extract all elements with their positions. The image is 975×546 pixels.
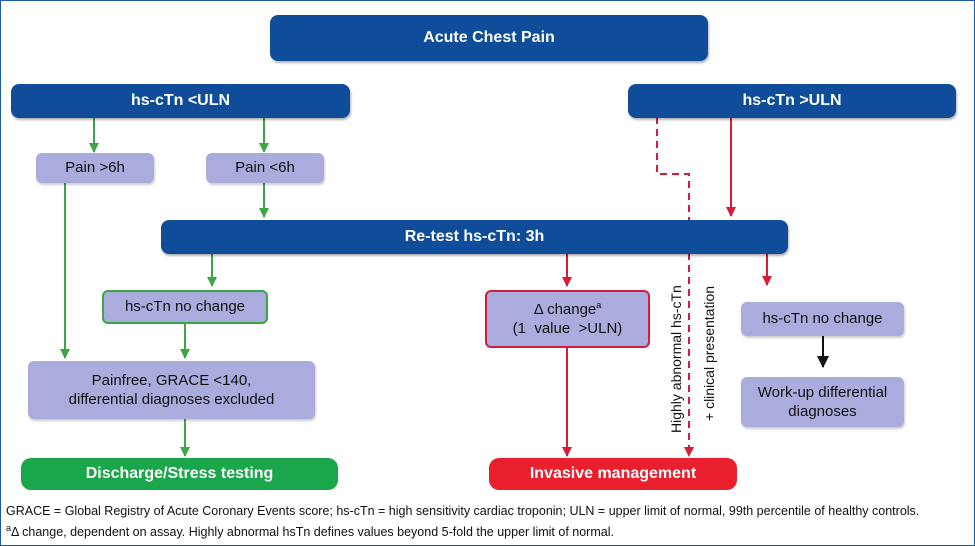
workup-line-1: Work-up differential xyxy=(757,383,888,401)
hs-ctn-above-uln-box: hs-cTn >ULN xyxy=(628,84,956,118)
discharge-box: Discharge/Stress testing xyxy=(21,458,338,490)
delta-change-superscript: a xyxy=(596,299,602,310)
invasive-management-box: Invasive management xyxy=(489,458,737,490)
workup-box: Work-up differential diagnoses xyxy=(741,377,904,427)
acute-chest-pain-box: Acute Chest Pain xyxy=(270,15,708,61)
delta-change-line: Δ changea xyxy=(534,300,602,320)
hs-ctn-below-uln-box: hs-cTn <ULN xyxy=(11,84,350,118)
painfree-line-1: Painfree, GRACE <140, xyxy=(91,371,252,389)
no-change-left-label: hs-cTn no change xyxy=(124,298,246,316)
acute-chest-pain-label: Acute Chest Pain xyxy=(423,28,555,46)
pain-gt6h-box: Pain >6h xyxy=(36,153,154,183)
pain-lt6h-box: Pain <6h xyxy=(206,153,324,183)
no-change-right-box: hs-cTn no change xyxy=(741,302,904,336)
hs-ctn-below-uln-label: hs-cTn <ULN xyxy=(130,91,231,109)
no-change-left-box: hs-cTn no change xyxy=(102,290,268,324)
painfree-box: Painfree, GRACE <140, differential diagn… xyxy=(28,361,315,419)
clinical-presentation-label: + clinical presentation xyxy=(701,285,717,421)
pain-lt6h-label: Pain <6h xyxy=(235,159,295,177)
delta-change-box: Δ changea (1 value >ULN) xyxy=(485,290,650,348)
invasive-management-label: Invasive management xyxy=(529,464,697,482)
hs-ctn-above-uln-label: hs-cTn >ULN xyxy=(742,91,842,109)
arrow-high-dashed-to-invasive xyxy=(656,117,694,457)
delta-value-label: (1 value >ULN) xyxy=(512,320,623,337)
no-change-right-label: hs-cTn no change xyxy=(762,310,883,328)
pain-gt6h-label: Pain >6h xyxy=(65,159,125,177)
discharge-label: Discharge/Stress testing xyxy=(85,464,274,482)
retest-box: Re-test hs-cTn: 3h xyxy=(161,220,788,254)
footnote-line-1: GRACE = Global Registry of Acute Coronar… xyxy=(6,504,920,518)
workup-line-2: diagnoses xyxy=(788,403,857,420)
painfree-line-2: differential diagnoses excluded xyxy=(68,391,275,408)
delta-change-label: Δ change xyxy=(533,300,597,318)
footnote-line-2: aΔ change, dependent on assay. Highly ab… xyxy=(6,523,969,539)
highly-abnormal-label: Highly abnormal hs-cTn xyxy=(668,285,684,433)
retest-label: Re-test hs-cTn: 3h xyxy=(404,227,545,245)
footnote-superscript: a xyxy=(6,523,12,533)
footnote-line-2-text: Δ change, dependent on assay. Highly abn… xyxy=(11,525,614,540)
